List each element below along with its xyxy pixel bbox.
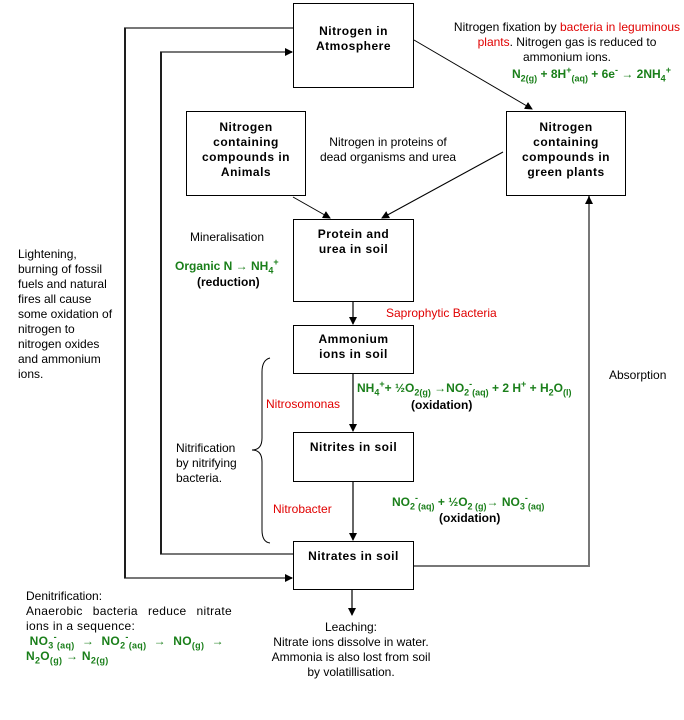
lightening-label: Lightening, burning of fossil fuels and … [18,247,113,381]
node-label: Protein and [317,227,390,241]
fixation-bacteria: bacteria in leguminous plants [477,20,681,49]
arrow-atmosphere-to-plants [413,39,533,110]
node-label: Nitrogen [219,120,273,134]
denitrification-text: Anaerobic bacteria reduce nitrate ions i… [26,604,232,633]
leaching-text: Leaching: Nitrate ions dissolve in water… [266,620,436,680]
saprophytic-bacteria-label: Saprophytic Bacteria [386,306,497,320]
leaching-line-1: Nitrate ions dissolve in water. [273,635,429,649]
node-protein-urea: Protein and urea in soil [293,219,414,302]
mineralisation-equation: Organic N → NH4+ [175,257,279,276]
fixation-text-2: . Nitrogen gas is reduced to ammonium io… [509,35,657,64]
dead-organisms-label: Nitrogen in proteins of dead organisms a… [319,135,457,164]
nitrobacter-label: Nitrobacter [273,502,332,516]
fixation-text: Nitrogen fixation by bacteria in legumin… [450,20,684,65]
node-label: green plants [527,165,605,179]
node-label: Nitrates in soil [308,549,399,563]
nitrification-label: Nitrification by nitrifying bacteria. [176,441,237,485]
node-label: compounds in [202,150,290,164]
node-green-plants: Nitrogen containing compounds in green p… [506,111,626,196]
fixation-equation: N2(g) + 8H+(aq) + 6e- → 2NH4+ [512,65,671,84]
node-ammonium: Ammonium ions in soil [293,325,414,374]
oxidation-label-2: (oxidation) [439,511,501,525]
node-animals: Nitrogen containing compounds in Animals [186,111,306,196]
node-label: Animals [220,165,272,179]
leaching-title: Leaching: [324,620,378,634]
nitrification-equation-2: NO2-(aq) + ½O2 (g)→ NO3-(aq) [392,493,545,512]
node-nitrites: Nitrites in soil [293,432,414,482]
reduction-label: (reduction) [197,275,260,289]
fixation-text-1: Nitrogen fixation by [453,20,560,34]
node-label: ions in soil [319,347,388,361]
oxidation-label-1: (oxidation) [411,398,473,412]
node-label: containing [533,135,599,149]
arrow-animals-to-protein [292,196,331,219]
denitrification-title: Denitrification: [26,589,103,603]
node-label: Atmosphere [315,39,391,53]
node-atmosphere: Nitrogen in Atmosphere [293,3,414,88]
node-label: containing [213,135,279,149]
nitrification-equation-1: NH4++ ½O2(g) →NO2-(aq) + 2 H+ + H2O(l) [357,379,572,398]
absorption-label: Absorption [609,368,667,382]
leaching-line-3: by volatillisation. [307,665,395,679]
nitrification-brace [251,357,271,544]
node-label: Nitrogen [539,120,593,134]
arrow-plants-to-protein [381,151,504,219]
mineralisation-label: Mineralisation [190,230,265,244]
node-label: Ammonium [318,332,389,346]
node-nitrates: Nitrates in soil [293,541,414,590]
nitrosomonas-label: Nitrosomonas [266,397,341,411]
denitrification-equation: NO3-(aq) → NO2-(aq) → NO(g) → N2O(g) → N… [26,632,224,666]
leaching-line-2: Ammonia is also lost from soil [271,650,431,664]
node-label: urea in soil [318,242,389,256]
node-label: compounds in [522,150,610,164]
node-label: Nitrogen in [319,24,388,38]
node-label: Nitrites in soil [309,440,398,454]
